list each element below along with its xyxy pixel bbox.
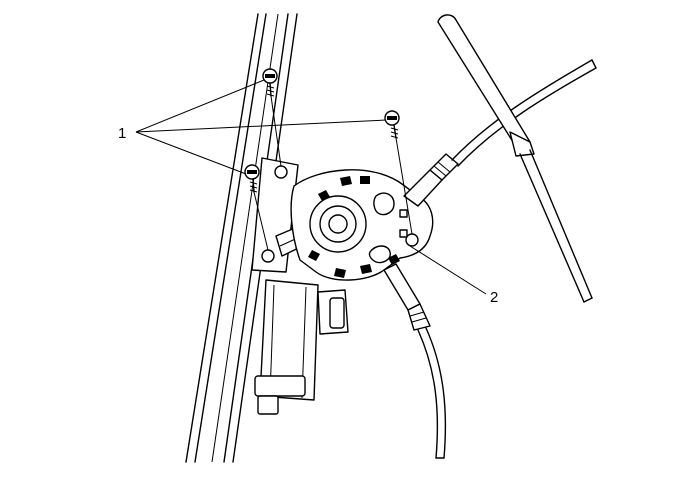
bolt-icon bbox=[384, 110, 400, 139]
bolts bbox=[244, 68, 400, 193]
cable-conduits bbox=[383, 59, 597, 459]
glass-run-rod bbox=[437, 14, 593, 303]
regulator-drum-housing bbox=[290, 169, 434, 281]
alignment-lines bbox=[253, 95, 413, 251]
callout-leaders bbox=[135, 79, 487, 295]
mounting-holes bbox=[261, 165, 419, 263]
callout-2-label: 2 bbox=[490, 289, 498, 306]
callout-1-label: 1 bbox=[118, 125, 126, 142]
bolt-icon bbox=[262, 68, 278, 97]
bolt-icon bbox=[244, 164, 260, 193]
window-motor bbox=[254, 279, 349, 415]
